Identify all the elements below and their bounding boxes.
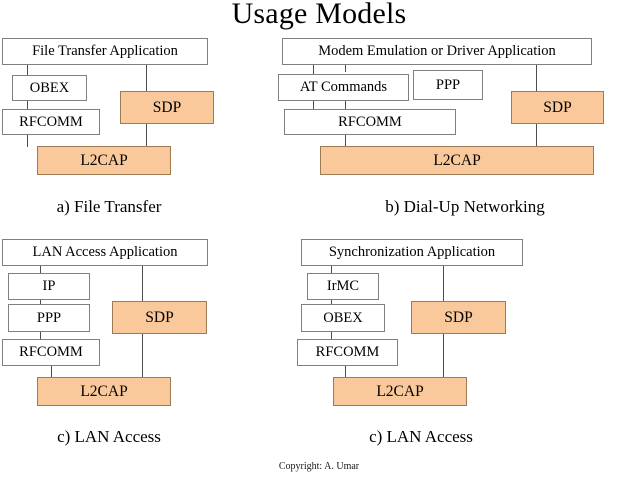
page-title: Usage Models: [231, 0, 407, 30]
connector-ppp-to-rfcomm: [40, 332, 41, 340]
connector-obex-to-rfcomm: [331, 332, 332, 340]
node-sdp[interactable]: SDP: [112, 301, 207, 334]
node-label: L2CAP: [376, 382, 424, 400]
node-synchronization-application[interactable]: Synchronization Application: [301, 239, 523, 266]
node-file-transfer-application[interactable]: File Transfer Application: [2, 38, 208, 65]
copyright-footer: Copyright: A. Umar: [278, 461, 360, 472]
connector-sdp-to-l2cap: [443, 334, 444, 378]
node-label: RFCOMM: [19, 344, 83, 361]
connector-app-to-sdp: [146, 64, 147, 92]
node-rfcomm[interactable]: RFCOMM: [284, 109, 456, 135]
node-l2cap[interactable]: L2CAP: [333, 377, 467, 406]
node-l2cap[interactable]: L2CAP: [37, 146, 171, 175]
connector-app-to-obex: [27, 64, 28, 76]
node-label: PPP: [435, 76, 461, 93]
node-label: SDP: [543, 98, 572, 116]
node-sdp[interactable]: SDP: [120, 91, 214, 124]
node-label: RFCOMM: [19, 113, 83, 130]
node-l2cap[interactable]: L2CAP: [320, 146, 594, 175]
node-l2cap[interactable]: L2CAP: [37, 377, 171, 406]
node-sdp[interactable]: SDP: [411, 301, 506, 334]
node-label: Modem Emulation or Driver Application: [318, 43, 556, 60]
node-label: SDP: [152, 98, 182, 116]
node-label: Synchronization Application: [328, 244, 496, 261]
node-label: L2CAP: [80, 382, 128, 400]
node-at-commands[interactable]: AT Commands: [278, 74, 409, 101]
connector-rfcomm-to-l2cap: [51, 365, 52, 378]
node-label: SDP: [145, 308, 174, 326]
connector-app-to-ip: [40, 265, 41, 274]
node-ppp[interactable]: PPP: [8, 304, 90, 332]
node-label: SDP: [444, 308, 473, 326]
node-ip[interactable]: IP: [8, 273, 90, 300]
connector-rfcomm-to-l2cap: [345, 365, 346, 378]
panel-caption-dial-up-networking: b) Dial-Up Networking: [385, 197, 545, 216]
connector-app-to-sdp: [536, 64, 537, 92]
connector-app-to-irmc: [331, 265, 332, 274]
connector-app-to-ppp: [345, 64, 346, 72]
node-label: RFCOMM: [338, 113, 402, 130]
node-label: L2CAP: [433, 151, 481, 169]
connector-irmc-to-obex: [331, 300, 332, 305]
node-ppp[interactable]: PPP: [413, 70, 483, 100]
node-label: OBEX: [29, 79, 70, 96]
connector-app-to-sdp: [142, 265, 143, 303]
node-label: PPP: [36, 309, 62, 326]
connector-obex-to-rfcomm: [27, 100, 28, 110]
connector-app-to-at-commands: [313, 64, 314, 76]
node-lan-access-application[interactable]: LAN Access Application: [2, 239, 208, 266]
panel-caption-file-transfer: a) File Transfer: [56, 197, 162, 216]
connector-sdp-to-l2cap: [146, 124, 147, 147]
node-sdp[interactable]: SDP: [511, 91, 604, 124]
node-rfcomm[interactable]: RFCOMM: [297, 339, 398, 366]
panel-caption-lan-access: c) LAN Access: [57, 427, 161, 446]
node-label: IrMC: [326, 278, 360, 295]
connector-rfcomm-to-l2cap: [345, 134, 346, 147]
node-modem-emulation-application[interactable]: Modem Emulation or Driver Application: [282, 38, 592, 65]
node-label: LAN Access Application: [32, 244, 178, 261]
node-label: IP: [42, 278, 56, 295]
node-obex[interactable]: OBEX: [12, 75, 87, 101]
node-label: AT Commands: [299, 79, 388, 96]
node-obex[interactable]: OBEX: [301, 304, 385, 332]
connector-app-to-sdp: [443, 265, 444, 303]
node-irmc[interactable]: IrMC: [307, 273, 379, 300]
connector-at-commands-to-rfcomm: [313, 100, 314, 110]
connector-sdp-to-l2cap: [536, 124, 537, 147]
node-label: RFCOMM: [315, 344, 380, 361]
panel-caption-synchronization: c) LAN Access: [369, 427, 473, 446]
connector-ppp-to-rfcomm: [345, 100, 346, 110]
node-label: L2CAP: [80, 151, 128, 169]
node-label: File Transfer Application: [32, 43, 178, 60]
node-rfcomm[interactable]: RFCOMM: [2, 109, 100, 135]
connector-ip-to-ppp: [40, 300, 41, 305]
connector-rfcomm-to-l2cap: [27, 134, 28, 147]
node-label: OBEX: [323, 309, 363, 326]
connector-sdp-to-l2cap: [142, 334, 143, 378]
node-rfcomm[interactable]: RFCOMM: [2, 339, 100, 366]
